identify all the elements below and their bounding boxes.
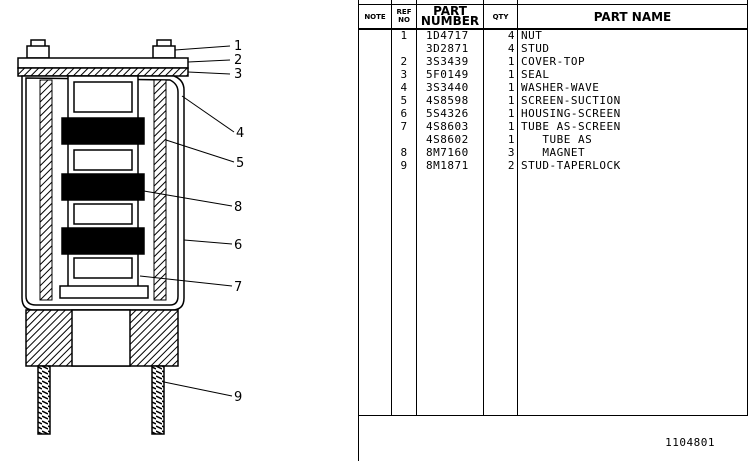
part-number-cell: 4S8598: [426, 94, 469, 107]
part-number-cell: 3S3440: [426, 81, 469, 94]
header-part-1: PART: [433, 4, 467, 18]
callout-1: 1: [234, 39, 242, 54]
part-name-cell: HOUSING-SCREEN: [521, 107, 621, 120]
qty-cell: 1: [507, 68, 515, 81]
top-cover: [17, 57, 189, 77]
qty-cell: 1: [507, 133, 515, 146]
leader-lines: [137, 45, 235, 397]
ref-cell: 9: [400, 159, 408, 172]
ref-cell: 8: [400, 146, 408, 159]
part-number-cell: 4S8603: [426, 120, 469, 133]
part-name-cell: WASHER-WAVE: [521, 81, 600, 94]
header-ref-1: REF: [396, 8, 412, 16]
callout-8: 8: [234, 200, 242, 215]
part-number-cell: 8M7160: [426, 146, 469, 159]
part-number-cell: 3S3439: [426, 55, 469, 68]
part-name-cell: MAGNET: [521, 146, 586, 159]
qty-cell: 1: [507, 120, 515, 133]
part-name-cell: TUBE AS-SCREEN: [521, 120, 621, 133]
callout-2: 2: [234, 53, 242, 68]
header-qty: QTY: [492, 13, 509, 21]
part-number-cell: 5F0149: [426, 68, 469, 81]
part-name-cell: STUD-TAPERLOCK: [521, 159, 621, 172]
callout-6: 6: [234, 238, 242, 253]
ref-cell: 6: [400, 107, 408, 120]
part-number-cell: 4S8602: [426, 133, 469, 146]
screen-suction: [39, 79, 167, 301]
header-note: NOTE: [364, 13, 386, 21]
part-name-cell: SCREEN-SUCTION: [521, 94, 621, 107]
qty-cell: 1: [507, 107, 515, 120]
qty-cell: 2: [507, 159, 515, 172]
ref-cell: 7: [400, 120, 408, 133]
qty-cell: 1: [507, 55, 515, 68]
part-name-cell: TUBE AS: [521, 133, 593, 146]
parts-diagram: 1 2 3 4 5 8 6 7 9: [17, 39, 244, 435]
callout-9: 9: [234, 390, 242, 405]
header-ref-2: NO: [398, 16, 410, 24]
ref-cell: 2: [400, 55, 408, 68]
taperlock-studs: [37, 365, 165, 435]
document-number: 1104801: [665, 436, 715, 449]
callout-labels: 1 2 3 4 5 8 6 7 9: [234, 39, 244, 405]
qty-cell: 3: [507, 146, 515, 159]
ref-cell: 3: [400, 68, 408, 81]
ref-cell: 5: [400, 94, 408, 107]
header-part-2: NUMBER: [420, 14, 480, 28]
part-number-cell: 3D2871: [426, 42, 469, 55]
qty-cell: 4: [507, 42, 515, 55]
ref-cell: 1: [400, 29, 408, 42]
tube-assembly: [59, 75, 149, 299]
qty-cell: 4: [507, 29, 515, 42]
part-name-cell: COVER-TOP: [521, 55, 586, 68]
base: [25, 309, 179, 367]
part-number-cell: 1D4717: [426, 29, 469, 42]
part-name-cell: SEAL: [521, 68, 550, 81]
part-name-cell: STUD: [521, 42, 550, 55]
ref-cell: 4: [400, 81, 408, 94]
qty-cell: 1: [507, 81, 515, 94]
callout-4: 4: [236, 126, 244, 141]
part-number-cell: 8M1871: [426, 159, 469, 172]
top-studs: [26, 39, 176, 59]
callout-5: 5: [236, 156, 244, 171]
header-part-name: PART NAME: [593, 10, 672, 24]
part-number-cell: 5S4326: [426, 107, 469, 120]
parts-table: NOTE REF NO PART NUMBER QTY PART NAME 1 …: [358, 0, 749, 461]
callout-3: 3: [234, 67, 242, 82]
callout-7: 7: [234, 280, 242, 295]
qty-cell: 1: [507, 94, 515, 107]
part-name-cell: NUT: [521, 29, 543, 42]
